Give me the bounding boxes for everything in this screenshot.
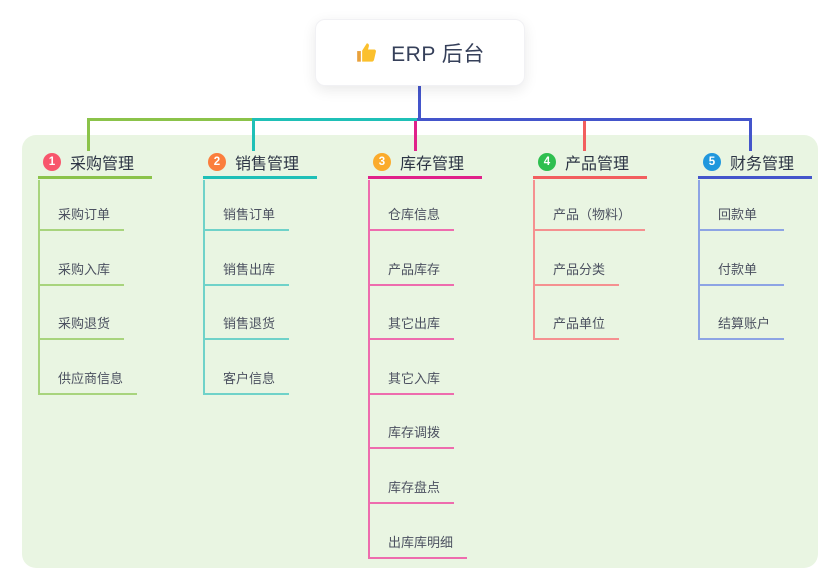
branch-4-item-2[interactable]: 产品分类 bbox=[533, 250, 620, 286]
branch-items-line bbox=[368, 180, 370, 559]
branch-items-line bbox=[38, 180, 40, 395]
branch-header-1[interactable]: 1 采购管理 bbox=[38, 147, 152, 179]
branch-title: 财务管理 bbox=[730, 155, 795, 173]
branch-1-item-2[interactable]: 采购入库 bbox=[38, 250, 125, 286]
branch-3-item-4[interactable]: 其它入库 bbox=[368, 359, 455, 395]
branch-2-item-1[interactable]: 销售订单 bbox=[203, 195, 290, 231]
connector-drop-5 bbox=[748, 118, 752, 151]
branch-3-item-6[interactable]: 库存盘点 bbox=[368, 468, 455, 504]
branch-2-item-3[interactable]: 销售退货 bbox=[203, 304, 290, 340]
branch-title: 库存管理 bbox=[400, 155, 465, 173]
branch-4-item-3[interactable]: 产品单位 bbox=[533, 304, 620, 340]
branch-3-item-5[interactable]: 库存调拨 bbox=[368, 413, 455, 449]
branch-badge: 4 bbox=[538, 152, 556, 171]
branch-items-line bbox=[203, 180, 205, 395]
connector-bus-right bbox=[417, 118, 752, 121]
branch-5-item-2[interactable]: 付款单 bbox=[698, 250, 784, 286]
branch-5-item-1[interactable]: 回款单 bbox=[698, 195, 784, 231]
branches-container bbox=[22, 135, 818, 568]
connector-drop-4 bbox=[582, 118, 586, 151]
branch-1-item-4[interactable]: 供应商信息 bbox=[38, 359, 138, 395]
branch-1-item-1[interactable]: 采购订单 bbox=[38, 195, 125, 231]
branch-header-2[interactable]: 2 销售管理 bbox=[203, 147, 317, 179]
branch-2-item-2[interactable]: 销售出库 bbox=[203, 250, 290, 286]
branch-title: 产品管理 bbox=[565, 155, 630, 173]
branch-3-item-2[interactable]: 产品库存 bbox=[368, 250, 455, 286]
branch-badge: 5 bbox=[703, 152, 721, 171]
connector-drop-3 bbox=[413, 118, 417, 151]
branch-3-item-7[interactable]: 出库库明细 bbox=[368, 523, 468, 559]
branch-3-item-1[interactable]: 仓库信息 bbox=[368, 195, 455, 231]
branch-items-line bbox=[533, 180, 535, 340]
branch-header-5[interactable]: 5 财务管理 bbox=[698, 147, 812, 179]
branch-5-item-3[interactable]: 结算账户 bbox=[698, 304, 785, 340]
branch-badge: 2 bbox=[208, 152, 226, 171]
connector-drop-1 bbox=[86, 118, 90, 151]
branch-title: 采购管理 bbox=[70, 155, 135, 173]
branch-items-line bbox=[698, 180, 700, 340]
connector-bus-midleft bbox=[252, 118, 421, 121]
branch-title: 销售管理 bbox=[235, 155, 300, 173]
branch-4-item-1[interactable]: 产品（物料） bbox=[533, 195, 646, 231]
connector-drop-2 bbox=[251, 118, 255, 151]
root-title: ERP 后台 bbox=[391, 42, 485, 66]
branch-1-item-3[interactable]: 采购退货 bbox=[38, 304, 125, 340]
branch-header-3[interactable]: 3 库存管理 bbox=[368, 147, 482, 179]
root-node[interactable]: ERP 后台 bbox=[315, 19, 525, 86]
branch-badge: 1 bbox=[43, 152, 61, 171]
thumbs-up-icon bbox=[355, 40, 381, 66]
branch-3-item-3[interactable]: 其它出库 bbox=[368, 304, 455, 340]
branch-badge: 3 bbox=[373, 152, 391, 171]
branch-2-item-4[interactable]: 客户信息 bbox=[203, 359, 290, 395]
connector-root bbox=[417, 84, 421, 121]
branch-header-4[interactable]: 4 产品管理 bbox=[533, 147, 647, 179]
